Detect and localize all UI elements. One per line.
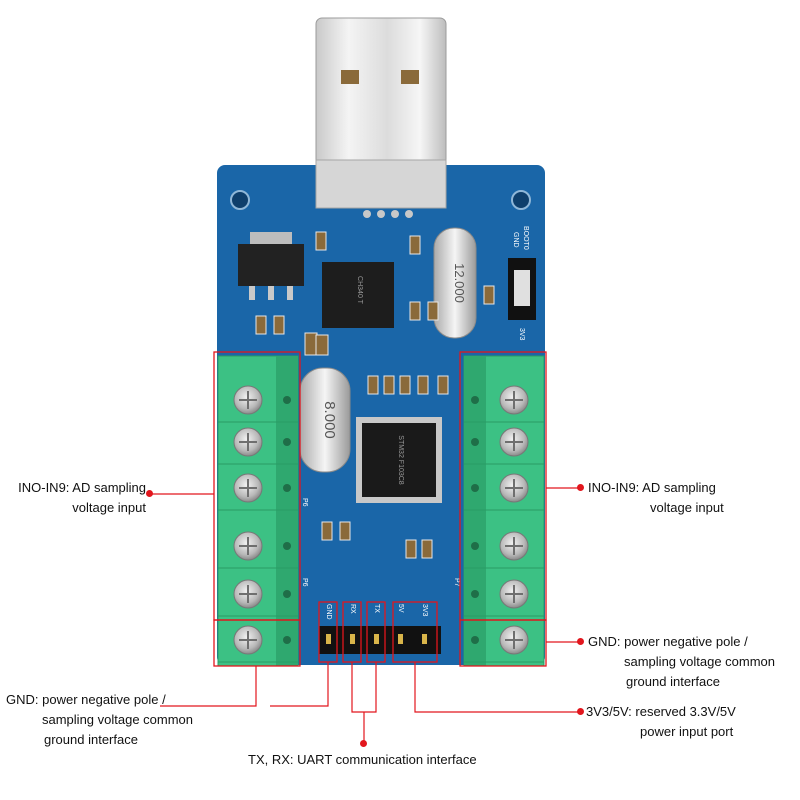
pin-labels: GND RX TX 5V 3V3 [325, 604, 428, 620]
callout-left-gnd: GND: power negative pole / sampling volt… [6, 692, 194, 747]
callout-lines [150, 487, 580, 744]
svg-text:BOOT0: BOOT0 [522, 226, 529, 250]
svg-text:P6: P6 [301, 498, 308, 507]
svg-text:5V: 5V [397, 604, 404, 613]
svg-text:STM32 F103C8: STM32 F103C8 [397, 435, 404, 485]
callout-dot-right-ad [577, 484, 584, 491]
callout-dot-right-gnd [577, 638, 584, 645]
svg-text:8.000: 8.000 [321, 401, 338, 439]
svg-text:3V3: 3V3 [518, 328, 525, 341]
mcu-chip: STM32 F103C8 [356, 417, 442, 503]
smd-components [255, 231, 495, 559]
svg-text:P7: P7 [453, 578, 460, 587]
callout-right-ad: INO-IN9: AD sampling voltage input [588, 480, 724, 515]
svg-text:3V3: 3V3 [421, 604, 428, 617]
callout-dot-power [577, 708, 584, 715]
svg-text:P6: P6 [301, 578, 308, 587]
svg-text:GND: GND [512, 232, 519, 248]
terminal-blocks [217, 355, 545, 667]
svg-text:GND: GND [325, 604, 332, 620]
svg-text:TX: TX [373, 604, 380, 613]
svg-text:RX: RX [349, 604, 356, 614]
callout-uart: TX, RX: UART communication interface [248, 752, 477, 767]
callout-dot-uart [360, 740, 367, 747]
svg-text:12.000: 12.000 [452, 263, 467, 303]
usb-connector [315, 17, 447, 218]
callout-dot-left-ad [146, 490, 153, 497]
callout-right-gnd: GND: power negative pole / sampling volt… [588, 634, 776, 689]
callout-left-ad: INO-IN9: AD sampling voltage input [18, 480, 146, 515]
silkscreen-labels: P6 P6 P7 [301, 498, 460, 587]
svg-text:CH340 T: CH340 T [356, 276, 363, 305]
boot-jumper: BOOT0 GND 3V3 [508, 226, 536, 341]
crystal-8mhz: 8.000 [299, 367, 351, 473]
callout-power: 3V3/5V: reserved 3.3V/5V power input por… [586, 704, 736, 739]
pin-header [319, 626, 441, 654]
usb-serial-chip: CH340 T [322, 262, 394, 328]
crystal-12mhz: 12.000 [433, 227, 477, 339]
voltage-regulator [238, 232, 304, 300]
